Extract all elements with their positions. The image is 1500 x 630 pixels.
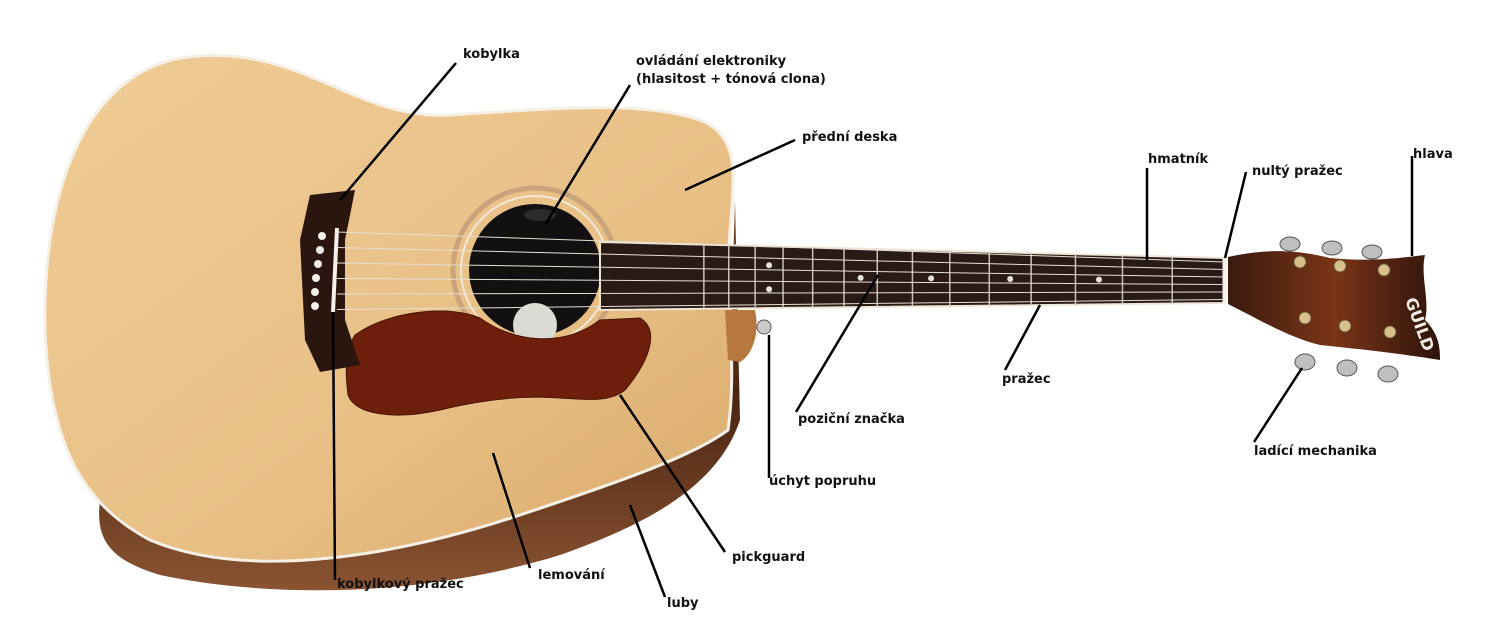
leader-sides [628, 504, 667, 598]
string [336, 231, 1226, 263]
string [336, 278, 1226, 285]
label-strap-button: úchyt popruhu [769, 474, 877, 489]
string [336, 291, 1226, 295]
tuning-pegs [1279, 236, 1399, 383]
label-headstock: hlava [1413, 147, 1453, 162]
position-marker [766, 262, 773, 269]
strings [336, 231, 1226, 310]
leader-electronics [543, 84, 632, 226]
leader-pickguard [618, 394, 727, 553]
position-marker [928, 275, 935, 282]
position-marker [1095, 276, 1102, 283]
top-soundboard [43, 53, 735, 563]
neck-heel [725, 310, 757, 362]
string [336, 247, 1226, 270]
label-sides: luby [667, 596, 699, 611]
leader-saddle [331, 311, 337, 581]
label-position-marker: poziční značka [798, 412, 905, 427]
soundhole [469, 204, 601, 336]
bridge [300, 190, 360, 372]
label-tuners: ladící mechanika [1254, 444, 1377, 459]
label-binding: lemování [538, 568, 605, 583]
bridge-pins [311, 232, 326, 310]
string [336, 262, 1226, 278]
label-electronics-1: ovládání elektroniky [636, 54, 787, 69]
leader-kobylka [339, 62, 457, 201]
label-electronics-2: (hlasitost + tónová clona) [636, 72, 826, 87]
leader-top [684, 138, 796, 192]
string [336, 299, 1226, 310]
saddle [331, 227, 339, 313]
leader-fret [1003, 304, 1042, 371]
sides [99, 200, 741, 591]
label-fingerboard: hmatník [1148, 152, 1209, 167]
label-nut: nultý pražec [1252, 164, 1343, 179]
position-marker [1007, 275, 1014, 282]
label-saddle: kobylkový pražec [337, 577, 464, 592]
leader-binding [491, 452, 532, 569]
label-pickguard: pickguard [732, 550, 806, 565]
label-inside [513, 303, 557, 347]
strap-button [756, 319, 772, 335]
leader-position-marker [794, 274, 880, 413]
tuner-posts [1293, 255, 1397, 339]
leader-tuners [1252, 367, 1304, 443]
position-marker [857, 274, 864, 281]
label-top: přední deska [802, 130, 898, 145]
label-fret: pražec [1002, 372, 1051, 387]
label-kobylka: kobylka [463, 47, 520, 62]
pickguard [345, 310, 652, 416]
leader-nut [1223, 171, 1248, 259]
position-marker [766, 286, 773, 293]
frets [703, 244, 1174, 309]
position-markers [766, 262, 1102, 293]
